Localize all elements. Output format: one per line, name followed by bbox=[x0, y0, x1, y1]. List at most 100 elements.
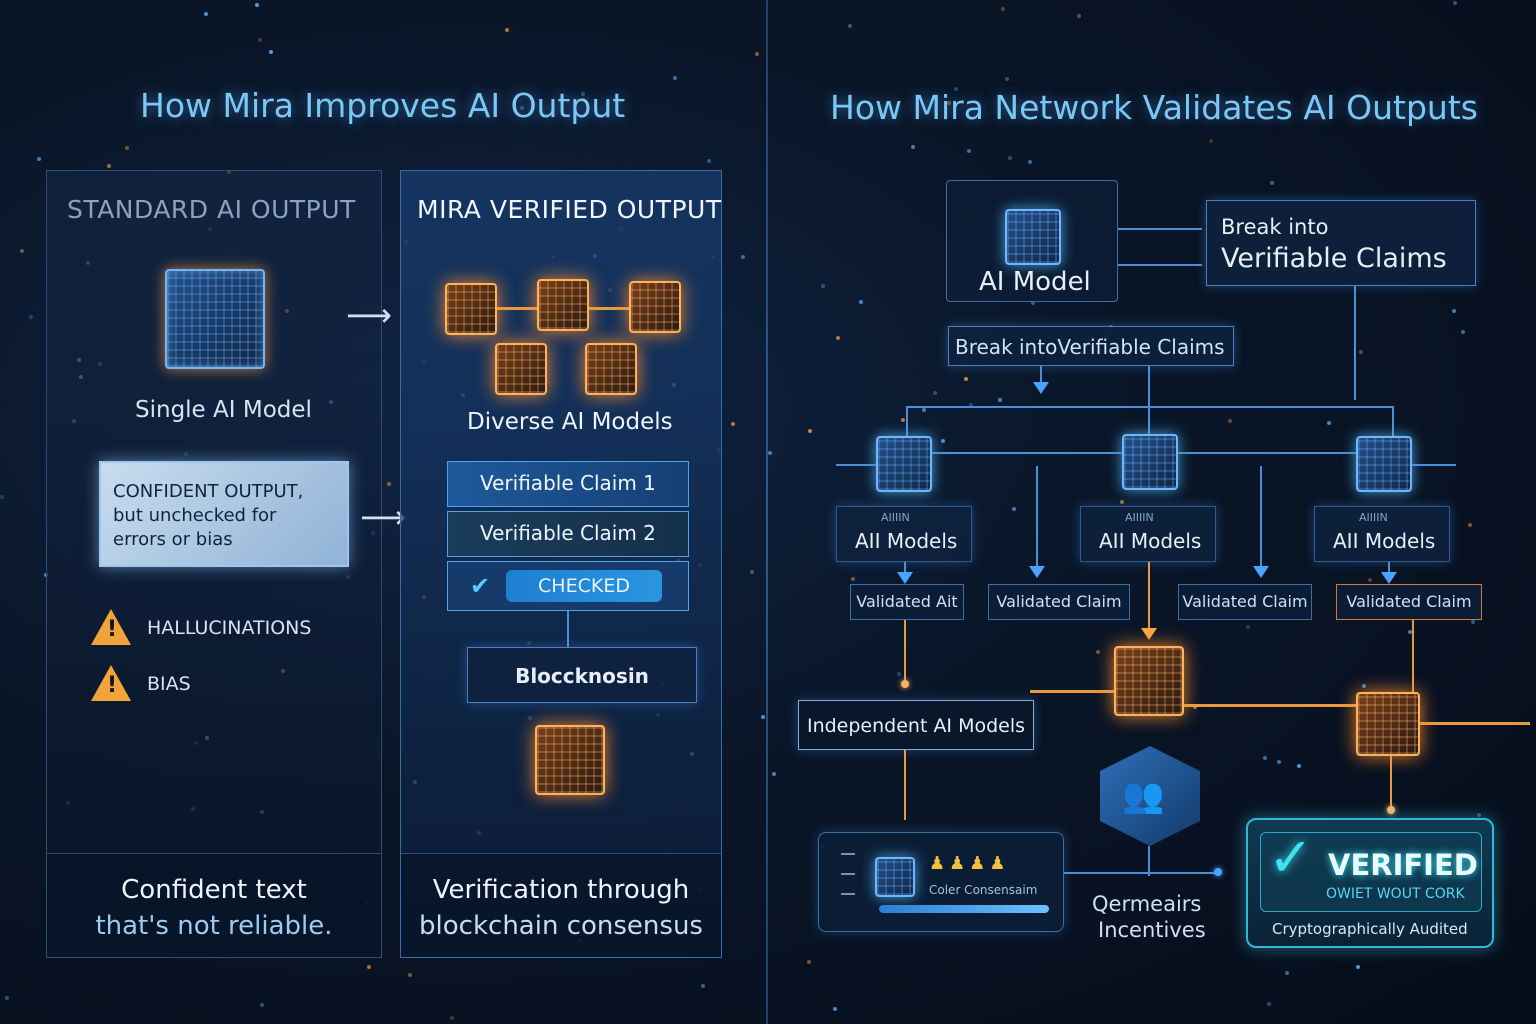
particle bbox=[1408, 630, 1412, 634]
model-small-label: AIIIIN bbox=[1125, 511, 1154, 524]
hallucinations-label: HALLUCINATIONS bbox=[147, 617, 312, 639]
checkmark-icon: ✔ bbox=[470, 572, 491, 600]
particle bbox=[505, 28, 509, 32]
chain-link bbox=[1184, 704, 1356, 707]
particle bbox=[1012, 507, 1016, 511]
particle bbox=[741, 255, 745, 259]
blockchain-cube-icon bbox=[535, 725, 605, 795]
particle bbox=[1461, 330, 1465, 334]
model-cube-icon bbox=[495, 343, 547, 395]
break-bar: Break intoVerifiable Claims bbox=[948, 326, 1234, 366]
node-dot bbox=[901, 680, 909, 688]
particle bbox=[1285, 971, 1289, 975]
particle bbox=[1193, 705, 1197, 709]
standard-footer-line-1: Confident text bbox=[121, 875, 307, 905]
particle bbox=[851, 577, 855, 581]
particle bbox=[37, 157, 41, 161]
particle bbox=[808, 429, 812, 433]
node-dot bbox=[1214, 868, 1222, 876]
checked-row: ✔ CHECKED bbox=[447, 561, 689, 611]
model-box-1: AIIIIN AII Models bbox=[836, 506, 972, 562]
arrow-down-icon bbox=[1029, 566, 1045, 578]
single-model-cube-icon bbox=[165, 269, 265, 369]
model-small-label: AIIIIN bbox=[881, 511, 910, 524]
particle bbox=[707, 159, 711, 163]
connector bbox=[1260, 466, 1262, 568]
arrow-right-icon: ⟶ bbox=[360, 498, 406, 536]
particle bbox=[807, 960, 811, 964]
particle bbox=[755, 52, 759, 56]
output-line-2: but unchecked for bbox=[113, 505, 277, 526]
ai-model-cube-icon bbox=[1005, 209, 1061, 265]
diverse-models-label: Diverse AI Models bbox=[467, 409, 673, 435]
checked-badge: CHECKED bbox=[506, 570, 662, 602]
particle bbox=[772, 772, 776, 776]
consensus-progress-bar bbox=[879, 905, 1049, 913]
model-label: AII Models bbox=[855, 529, 958, 553]
model-cube-icon bbox=[629, 281, 681, 333]
connector bbox=[497, 307, 537, 310]
particle bbox=[941, 439, 945, 443]
arrow-down-icon bbox=[1381, 572, 1397, 584]
particle bbox=[701, 984, 705, 988]
blockchain-box: Blocсknosin bbox=[467, 647, 697, 703]
verified-inner bbox=[1260, 832, 1482, 912]
connector bbox=[836, 464, 876, 466]
particle bbox=[1028, 160, 1032, 164]
model-cube-icon bbox=[537, 279, 589, 331]
connector bbox=[906, 406, 908, 442]
connector bbox=[1064, 872, 1220, 874]
particle bbox=[204, 12, 208, 16]
particle bbox=[1277, 760, 1281, 764]
connector bbox=[932, 452, 1122, 454]
particle bbox=[967, 149, 971, 153]
arrow-down-icon bbox=[1253, 566, 1269, 578]
group-hexagon: 👥 bbox=[1100, 746, 1200, 846]
particle bbox=[897, 672, 901, 676]
single-model-label: Single AI Model bbox=[135, 397, 312, 423]
particle bbox=[408, 973, 412, 977]
particle bbox=[954, 87, 958, 91]
connector bbox=[906, 406, 1394, 408]
model-box-3: AIIIIN AII Models bbox=[1314, 506, 1450, 562]
particle bbox=[836, 336, 840, 340]
connector bbox=[1390, 756, 1392, 808]
model-label: AII Models bbox=[1333, 529, 1436, 553]
particle bbox=[1297, 764, 1301, 768]
verified-caption: Cryptographically Audited bbox=[1272, 920, 1468, 938]
validator-cube-icon bbox=[1356, 436, 1412, 492]
chain-link bbox=[1030, 690, 1114, 693]
particle bbox=[520, 106, 524, 110]
particle bbox=[581, 92, 585, 96]
particle bbox=[1005, 77, 1009, 81]
model-label: AII Models bbox=[1099, 529, 1202, 553]
break-line-1: Break into bbox=[1221, 215, 1329, 239]
particle bbox=[260, 1003, 264, 1007]
particle bbox=[1209, 139, 1213, 143]
particle bbox=[969, 403, 973, 407]
particle bbox=[1453, 1, 1457, 5]
model-cube-icon bbox=[445, 283, 497, 335]
particle bbox=[901, 418, 905, 422]
verified-output-column: MIRA VERIFIED OUTPUT Diverse AI Models V… bbox=[400, 170, 722, 958]
particle bbox=[1356, 965, 1360, 969]
verified-output-heading: MIRA VERIFIED OUTPUT bbox=[417, 195, 722, 224]
particle bbox=[1228, 419, 1232, 423]
particle bbox=[450, 1016, 454, 1020]
panel-dash bbox=[841, 853, 855, 855]
hallucination-warning-icon bbox=[91, 609, 131, 645]
particle bbox=[911, 145, 915, 149]
particle bbox=[1327, 421, 1331, 425]
particle bbox=[947, 101, 951, 105]
arrow-right-icon: ⟶ bbox=[346, 296, 392, 334]
particle bbox=[1263, 756, 1267, 760]
connector bbox=[1148, 562, 1150, 632]
particle bbox=[922, 408, 926, 412]
arrow-down-icon bbox=[1141, 628, 1157, 640]
model-cube-icon bbox=[585, 343, 637, 395]
particle bbox=[125, 146, 129, 150]
connector bbox=[1354, 286, 1356, 400]
verified-output-footer: Verification through blockchain consensu… bbox=[401, 853, 721, 957]
connector bbox=[1036, 466, 1038, 568]
output-line-3: errors or bias bbox=[113, 529, 233, 550]
